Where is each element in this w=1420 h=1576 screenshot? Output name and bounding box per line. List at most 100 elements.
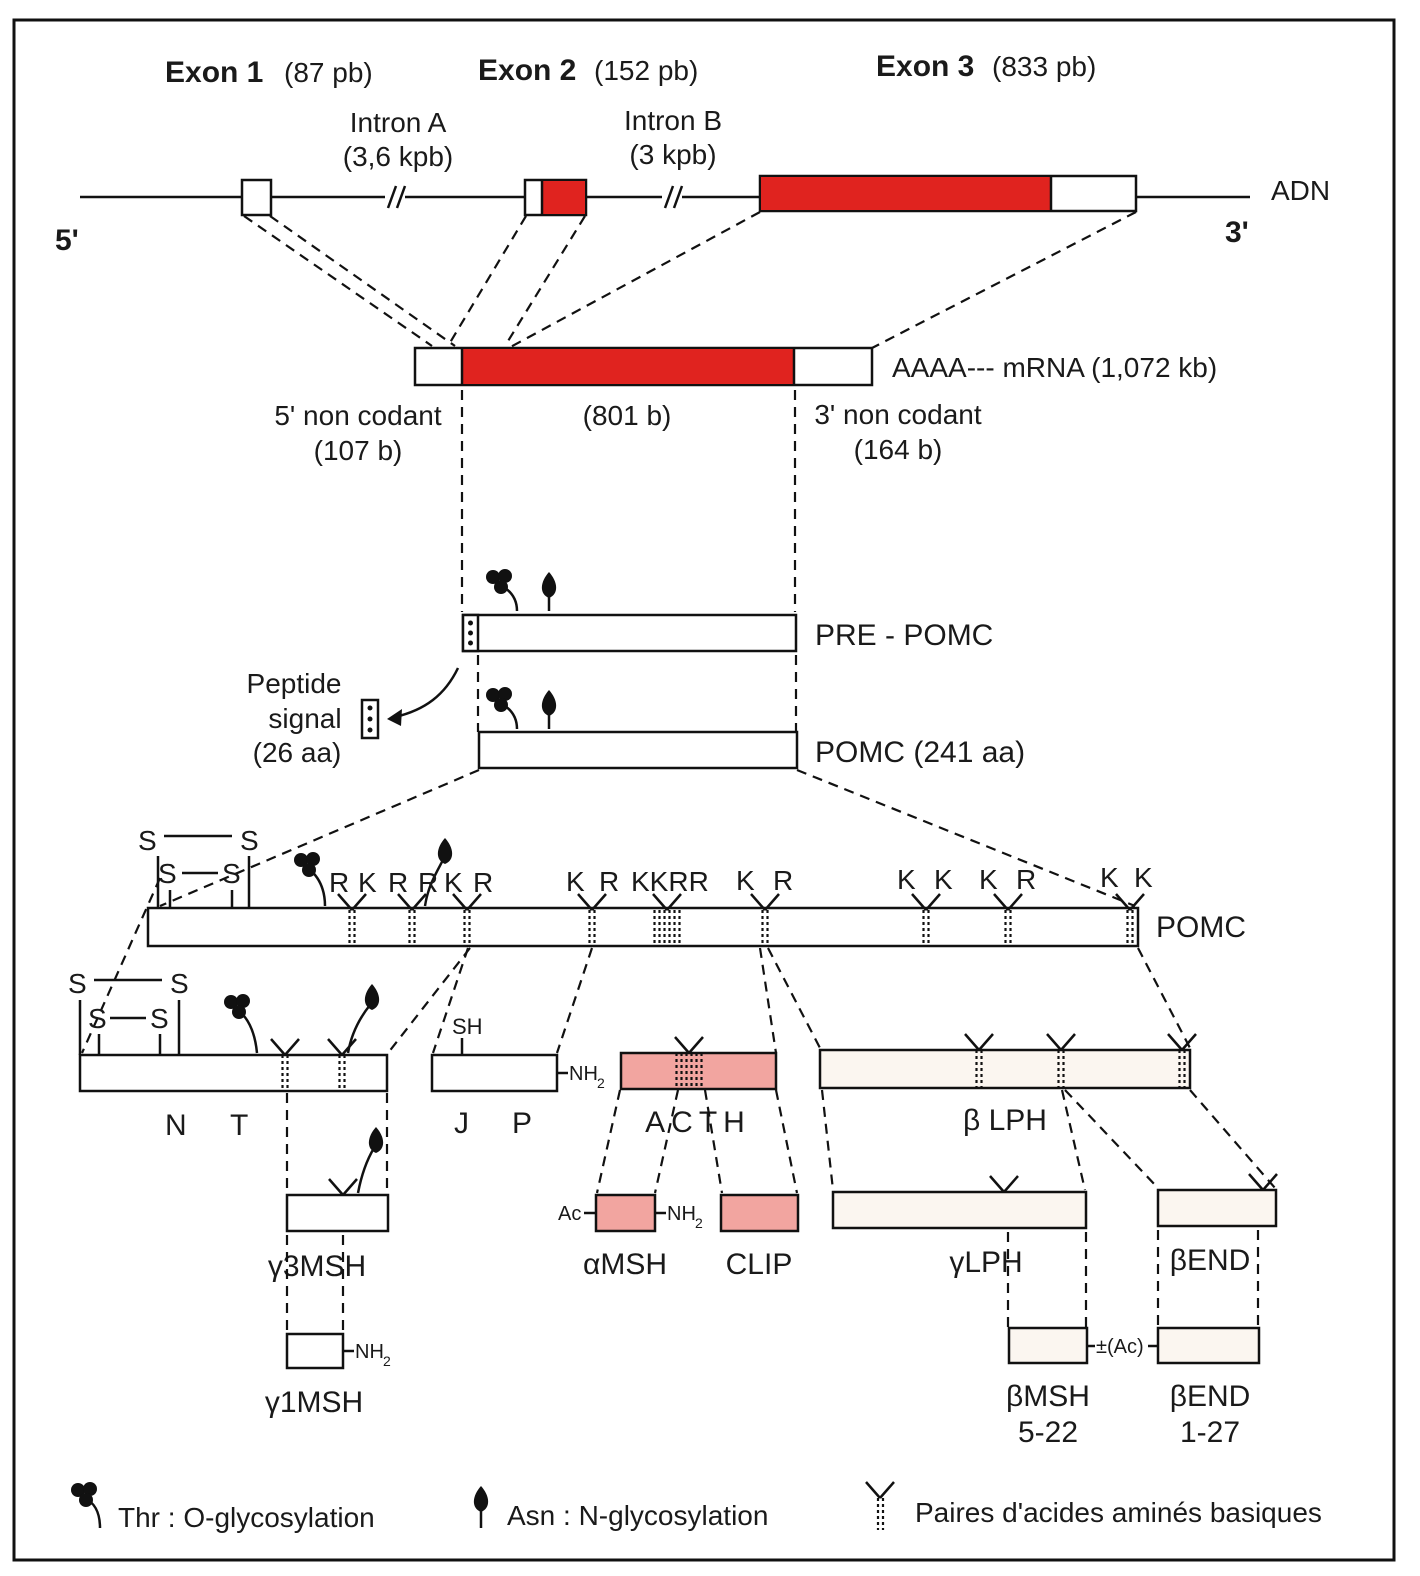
svg-text:S: S — [240, 825, 259, 856]
amsh-box — [594, 1193, 657, 1233]
blph-box — [818, 1048, 1192, 1090]
svg-text:NH: NH — [667, 1203, 696, 1225]
fragment-cleavage-site — [674, 1036, 704, 1089]
bmsh-box — [1007, 1326, 1089, 1365]
legend-n-glycosylation-icon — [473, 1486, 489, 1512]
svg-text:S: S — [170, 968, 189, 999]
svg-text:R: R — [599, 866, 619, 897]
acth-box — [619, 1051, 778, 1091]
clip-label: CLIP — [726, 1248, 793, 1281]
n-glycosylation-icon — [541, 572, 557, 598]
mrna-5-size: (107 b) — [314, 435, 403, 466]
pomc-cleavage-site — [911, 893, 941, 944]
mrna-label: AAAA--- mRNA (1,072 kb) — [892, 352, 1217, 383]
fragment-cleavage-site — [270, 1038, 300, 1091]
pomc-cleavage-site — [1115, 893, 1145, 944]
nt-n: N — [165, 1109, 187, 1142]
bend127-label-2: 1-27 — [1180, 1416, 1240, 1449]
acth-label: ACTH — [645, 1106, 751, 1139]
svg-text:R: R — [773, 865, 793, 896]
bmsh-label-1: βMSH — [1006, 1380, 1090, 1413]
svg-text:K: K — [736, 865, 755, 896]
exon1-name: Exon 1 — [165, 56, 263, 89]
mrna-row: AAAA--- mRNA (1,072 kb) 5' non codant (1… — [274, 346, 1217, 612]
svg-text:K: K — [979, 864, 998, 895]
intron-b-name: Intron B — [624, 105, 722, 136]
pomc-cleavage-site — [397, 893, 427, 944]
pre-pomc-row: PRE - POMC Peptide signal (26 aa) — [247, 569, 993, 768]
fragments-row-3: NH 2 γ1MSH βMSH 5-22 ±(Ac) βEND 1-27 — [265, 1326, 1261, 1449]
legend-n-text: Asn : N-glycosylation — [507, 1500, 768, 1531]
signal-line1: Peptide — [247, 668, 342, 699]
pre-pomc-box — [461, 613, 798, 653]
jp-p: P — [512, 1107, 532, 1140]
signal-line2: signal — [268, 703, 341, 734]
exon2-coding — [542, 181, 585, 214]
svg-text:K: K — [934, 864, 953, 895]
svg-text:SH: SH — [452, 1014, 483, 1039]
signal-line3: (26 aa) — [253, 737, 342, 768]
pomc-cleavage-site — [577, 893, 607, 944]
svg-text:2: 2 — [695, 1215, 703, 1231]
bend-label: βEND — [1170, 1244, 1251, 1277]
fragments-row-2: γ3MSH Ac NH 2 αMSH CLIP γLPH βEND — [268, 1127, 1278, 1333]
svg-text:NH: NH — [569, 1063, 598, 1085]
legend-o-text: Thr : O-glycosylation — [118, 1502, 375, 1533]
fragment-cleavage-site — [964, 1033, 994, 1088]
pre-pomc-label: PRE - POMC — [815, 619, 993, 652]
fragments-row: S S S S N T SH NH 2 J P ACTH β LPH — [68, 968, 1278, 1231]
amsh-label: αMSH — [583, 1248, 667, 1281]
bend127-label-1: βEND — [1170, 1380, 1251, 1413]
mrna-3-size: (164 b) — [854, 434, 943, 465]
exon2-size: (152 pb) — [594, 55, 698, 86]
mrna-coding — [462, 349, 794, 384]
glph-box — [831, 1190, 1088, 1230]
fragment-cleavage-site — [1167, 1033, 1197, 1088]
g3msh-box — [285, 1193, 390, 1233]
intron-a-size: (3,6 kpb) — [343, 141, 454, 172]
svg-text:K: K — [566, 866, 585, 897]
pomc-box — [146, 906, 1140, 948]
pomc-small-label: POMC (241 aa) — [815, 736, 1025, 769]
svg-text:K: K — [358, 867, 377, 898]
pomc-cleavage-site — [993, 893, 1023, 944]
svg-text:S: S — [150, 1003, 169, 1034]
pomc-cleavage-labels: R K R R K R K R KKRR K R K K K R K K — [329, 862, 1153, 898]
pomc-cleavage-site — [750, 893, 780, 944]
splice-lines — [243, 211, 1137, 351]
gene-row: Exon 1 (87 pb) Exon 2 (152 pb) Exon 3 (8… — [55, 50, 1330, 257]
svg-text:R: R — [1016, 864, 1036, 895]
svg-text:R: R — [388, 867, 408, 898]
svg-text:K: K — [1134, 862, 1153, 893]
legend-pairs-text: Paires d'acides aminés basiques — [915, 1497, 1322, 1528]
intron-a-name: Intron A — [350, 107, 447, 138]
svg-text:S: S — [158, 858, 177, 889]
svg-text:±(Ac): ±(Ac) — [1096, 1336, 1144, 1358]
legend: Thr : O-glycosylation Asn : N-glycosylat… — [71, 1481, 1322, 1533]
nt-t: T — [230, 1109, 248, 1142]
legend-basic-pair-icon — [865, 1481, 895, 1530]
svg-text:S: S — [222, 858, 241, 889]
g1msh-box — [285, 1332, 345, 1370]
jp-box — [430, 1053, 559, 1093]
exon3-name: Exon 3 — [876, 50, 974, 83]
exon3-coding — [761, 177, 1051, 210]
svg-text:Ac: Ac — [558, 1203, 581, 1225]
svg-text:R: R — [473, 867, 493, 898]
glph-label: γLPH — [949, 1246, 1022, 1279]
three-prime: 3' — [1225, 216, 1249, 249]
dna-label: ADN — [1271, 175, 1330, 206]
svg-text:R: R — [329, 867, 349, 898]
mrna-coding-size: (801 b) — [583, 400, 672, 431]
pomc-cleavage-site — [452, 893, 482, 944]
jp-j: J — [454, 1107, 469, 1140]
g3msh-label: γ3MSH — [268, 1250, 366, 1283]
svg-text:R: R — [418, 867, 438, 898]
five-prime: 5' — [55, 224, 79, 257]
pomc-cleavage-sites — [337, 893, 1145, 944]
pomc-row: POMC S S S S R K R R K R K R KKRR K R K … — [80, 825, 1246, 1054]
exon2-name: Exon 2 — [478, 54, 576, 87]
nt-box — [78, 1053, 389, 1093]
mrna-5-label: 5' non codant — [274, 400, 441, 431]
pomc-label: POMC — [1156, 911, 1246, 944]
